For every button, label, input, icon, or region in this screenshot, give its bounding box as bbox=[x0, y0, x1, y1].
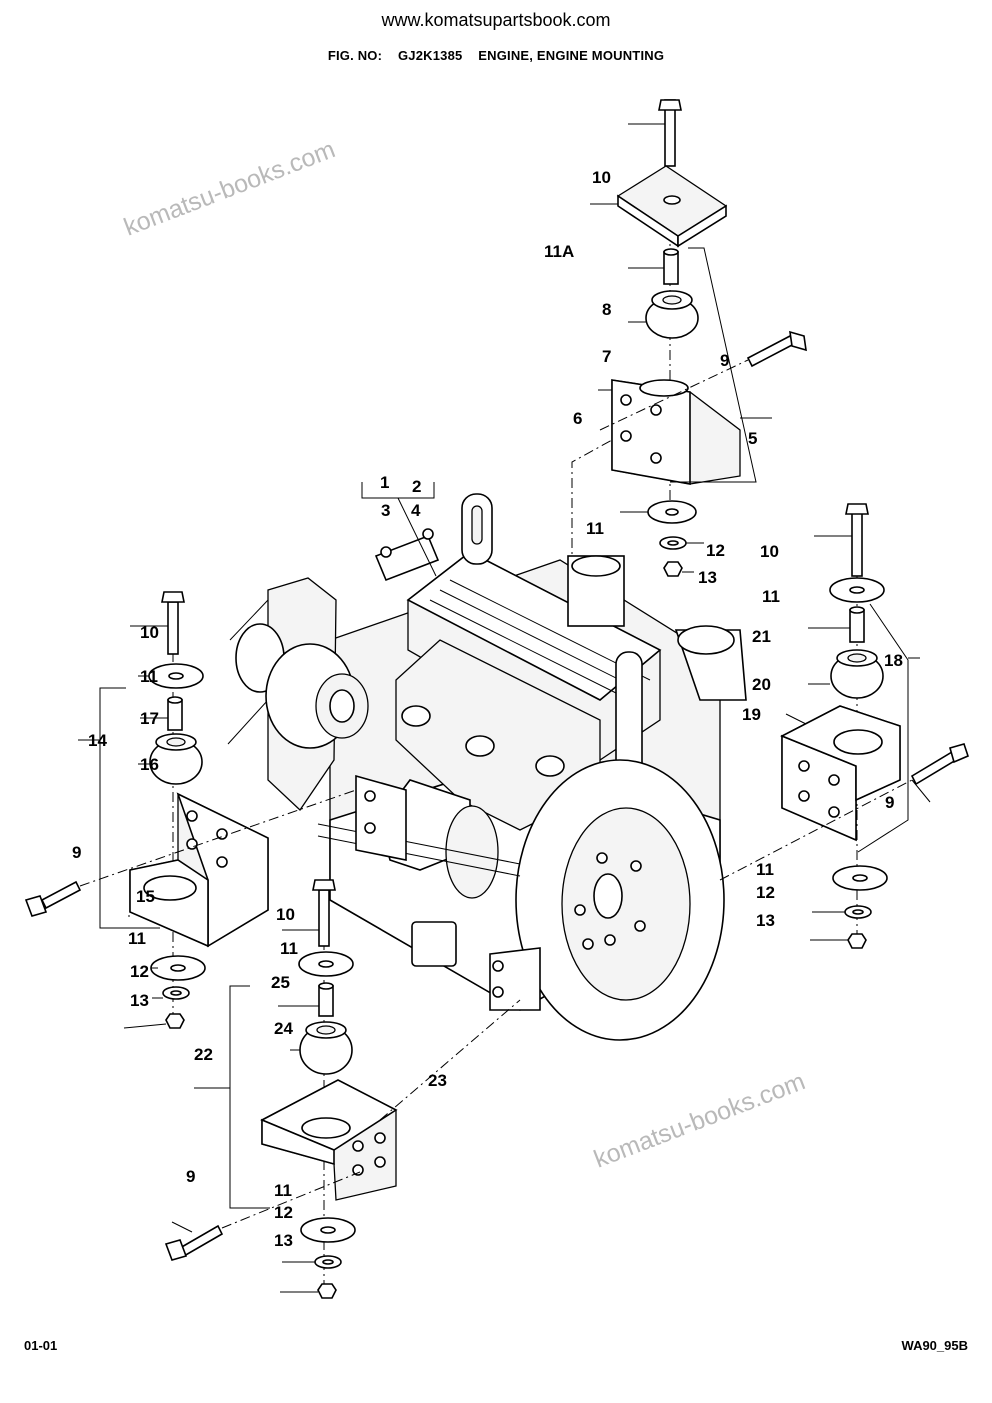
callout-12-right: 12 bbox=[756, 883, 775, 902]
callout-10-bottom: 10 bbox=[276, 905, 295, 924]
callout-5: 5 bbox=[748, 429, 757, 448]
callout-11-left-lower: 11 bbox=[128, 929, 146, 948]
callout-10-top: 10 bbox=[592, 168, 611, 187]
bolt-bottom bbox=[318, 889, 330, 947]
callout-labels: 1 2 3 4 10 11A 8 7 9 6 5 11 12 13 10 11 … bbox=[72, 168, 903, 1250]
callout-15: 15 bbox=[136, 887, 155, 906]
callout-20: 20 bbox=[752, 675, 771, 694]
fig-label: FIG. NO: bbox=[327, 48, 383, 63]
callout-9-bottom: 9 bbox=[186, 1167, 195, 1186]
callout-11-top: 11 bbox=[586, 519, 604, 538]
bolt-bottom-side bbox=[178, 1224, 224, 1258]
callout-12-top: 12 bbox=[706, 541, 725, 560]
bolt-left-side bbox=[40, 880, 82, 910]
spacer-right bbox=[849, 609, 865, 643]
callout-11-bottom-upper: 11 bbox=[280, 939, 298, 958]
callout-13-left: 13 bbox=[130, 991, 149, 1010]
callout-9-left: 9 bbox=[72, 843, 81, 862]
page-number: 01-01 bbox=[24, 1338, 58, 1353]
spacer-bottom bbox=[318, 985, 334, 1017]
bolt-top-right-side bbox=[746, 334, 796, 368]
callout-11-left-upper: 11 bbox=[140, 667, 158, 686]
callout-11-right-upper: 11 bbox=[762, 587, 780, 606]
callout-12-bottom: 12 bbox=[274, 1203, 293, 1222]
callout-13-bottom: 13 bbox=[274, 1231, 293, 1250]
fig-title: ENGINE, ENGINE MOUNTING bbox=[478, 48, 665, 63]
spacer-top bbox=[663, 251, 679, 285]
callout-6: 6 bbox=[573, 409, 582, 428]
mount-assembly-top-right bbox=[548, 99, 807, 577]
bolt-right bbox=[851, 511, 863, 577]
nut-right bbox=[847, 933, 867, 949]
callout-25: 25 bbox=[271, 973, 290, 992]
callout-22: 22 bbox=[194, 1045, 213, 1064]
fig-number: GJ2K1385 bbox=[397, 48, 463, 63]
callout-7: 7 bbox=[602, 347, 611, 366]
callout-2: 2 bbox=[412, 477, 421, 496]
callout-13-right: 13 bbox=[756, 911, 775, 930]
callout-3: 3 bbox=[381, 501, 390, 520]
callout-8: 8 bbox=[602, 300, 611, 319]
bolt-left bbox=[167, 601, 179, 655]
callout-13-top: 13 bbox=[698, 568, 717, 587]
figure-header: FIG. NO: GJ2K1385 ENGINE, ENGINE MOUNTIN… bbox=[0, 48, 992, 63]
nut-top-13 bbox=[663, 561, 683, 577]
nut-bottom bbox=[317, 1283, 337, 1299]
callout-11-bottom-lower: 11 bbox=[274, 1181, 292, 1200]
watermark-top: komatsu-books.com bbox=[120, 135, 339, 241]
bolt-right-side bbox=[910, 750, 958, 786]
callout-14: 14 bbox=[88, 731, 107, 750]
callout-16: 16 bbox=[140, 755, 159, 774]
callout-9-top: 9 bbox=[720, 351, 729, 370]
bracket-1-4 bbox=[361, 482, 435, 499]
watermark-bottom: komatsu-books.com bbox=[590, 1067, 809, 1173]
callout-24: 24 bbox=[274, 1019, 293, 1038]
callout-4: 4 bbox=[411, 501, 421, 520]
callout-17: 17 bbox=[140, 709, 159, 728]
callout-21: 21 bbox=[752, 627, 771, 646]
callout-10-right: 10 bbox=[760, 542, 779, 561]
spacer-left bbox=[167, 699, 183, 731]
callout-12-left: 12 bbox=[130, 962, 149, 981]
engine-block bbox=[227, 482, 747, 1041]
callout-1: 1 bbox=[380, 473, 389, 492]
callout-11a: 11A bbox=[544, 242, 574, 261]
callout-19: 19 bbox=[742, 705, 761, 724]
callout-10-left: 10 bbox=[140, 623, 159, 642]
mount-assembly-bottom bbox=[164, 879, 521, 1300]
callout-18: 18 bbox=[884, 651, 903, 670]
model-code: WA90_95B bbox=[901, 1338, 968, 1353]
callout-9-right: 9 bbox=[885, 793, 894, 812]
callout-11-right-lower: 11 bbox=[756, 860, 774, 879]
nut-left bbox=[165, 1013, 185, 1029]
callout-23: 23 bbox=[428, 1071, 447, 1090]
mount-assembly-right bbox=[719, 503, 969, 950]
site-url: www.komatsupartsbook.com bbox=[381, 10, 611, 30]
mount-assembly-left bbox=[24, 591, 357, 1030]
